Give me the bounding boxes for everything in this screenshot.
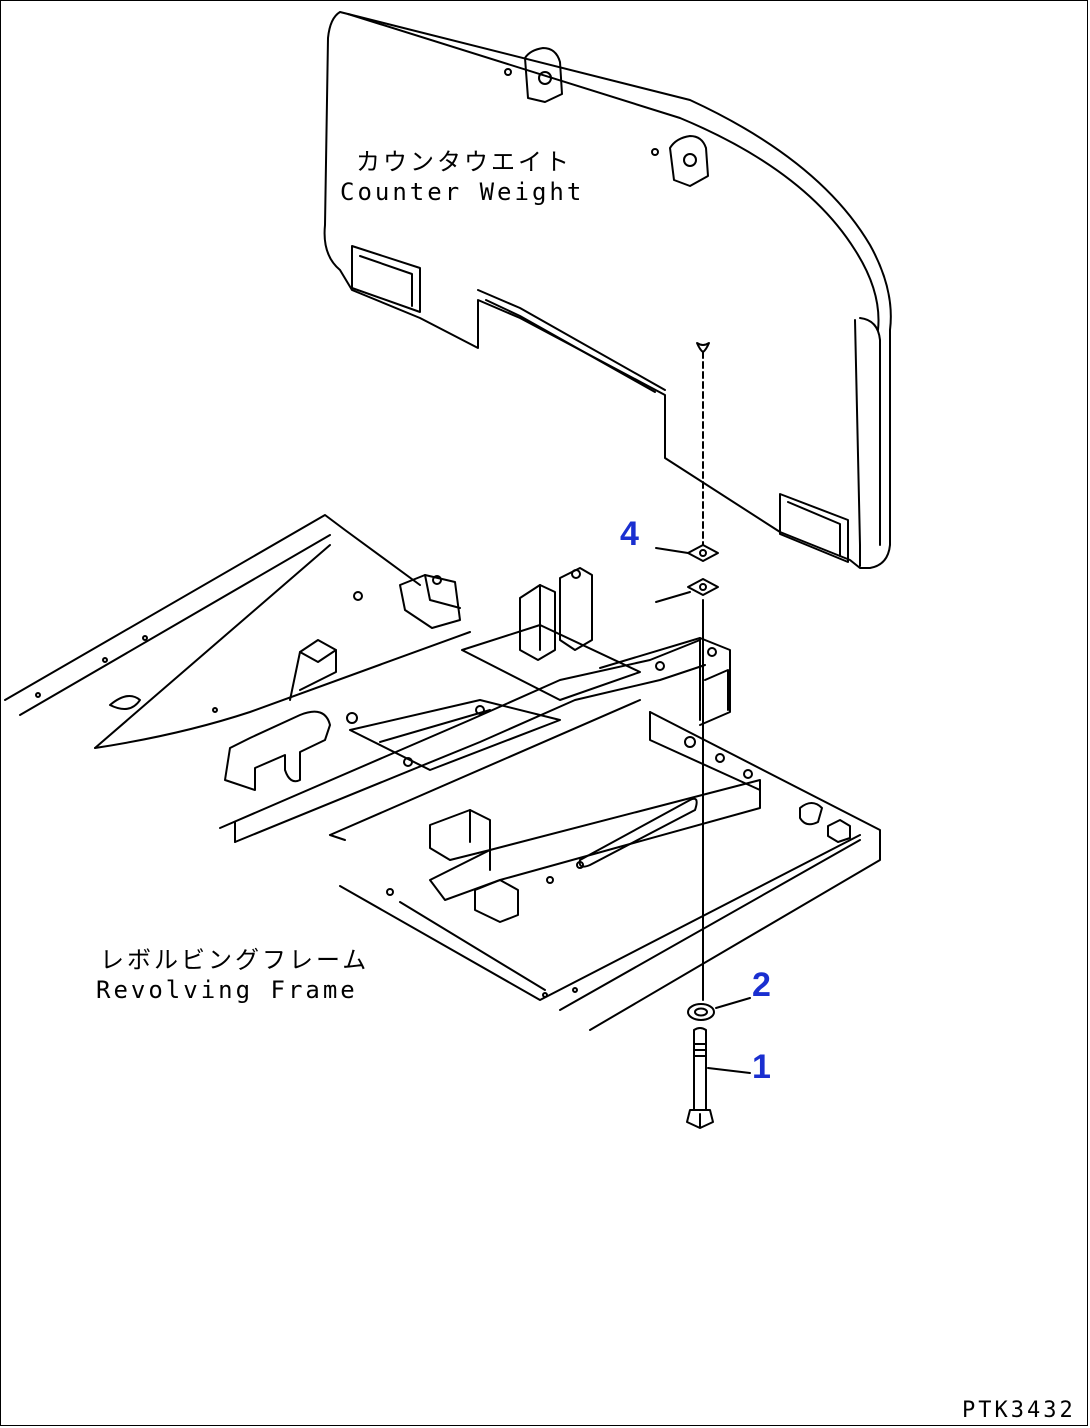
part-2-washer: [687, 1003, 715, 1021]
lifting-lug-left: [504, 47, 563, 103]
revolving-frame: [4, 514, 881, 1031]
part-3-plate: [687, 544, 719, 562]
leader-4: [655, 591, 691, 603]
pocket-right: [779, 493, 849, 563]
lifting-lug-right: [651, 135, 709, 187]
part-4-shim: [687, 578, 719, 596]
leader-1: [707, 1067, 751, 1074]
counter-weight-label-en: Counter Weight: [340, 178, 585, 206]
revolving-frame-label-jp: レボルビングフレーム: [100, 946, 370, 974]
callout-2: 2: [752, 966, 771, 1004]
leader-3: [655, 547, 689, 554]
pocket-middle: [477, 289, 666, 393]
callout-3: 4: [620, 515, 639, 553]
counter-weight-label-jp: カウンタウエイト: [356, 148, 572, 176]
drawing-code: PTK3432: [962, 1398, 1076, 1423]
leader-2: [715, 997, 751, 1009]
callout-1: 1: [752, 1048, 771, 1086]
pocket-left: [351, 245, 421, 313]
revolving-frame-label-en: Revolving Frame: [96, 976, 358, 1004]
part-1-bolt: [686, 1027, 714, 1129]
counter-weight: [323, 11, 892, 569]
